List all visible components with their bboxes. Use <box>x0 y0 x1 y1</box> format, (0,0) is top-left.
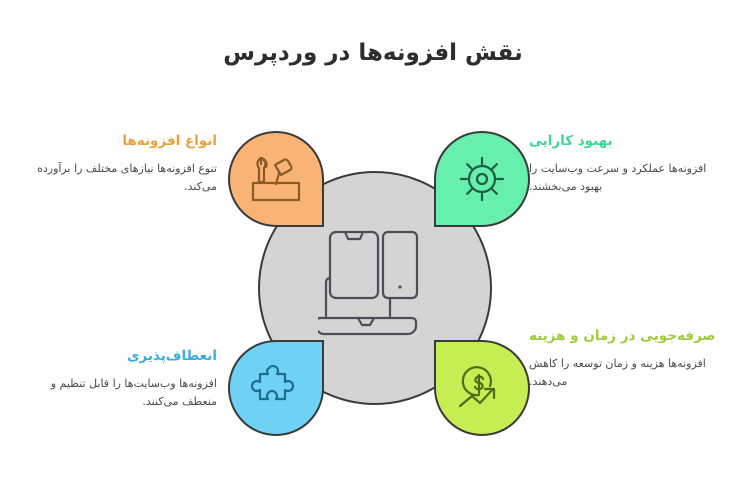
petal-plugin-types[interactable] <box>228 131 324 227</box>
section-plugin-types: انواع افزونه‌ها تنوع افزونه‌ها نیازهای م… <box>22 132 217 196</box>
page-title: نقش افزونه‌ها در وردپرس <box>223 40 523 66</box>
petal-performance[interactable] <box>434 131 530 227</box>
dollar-growth-arrow-icon <box>454 362 510 414</box>
section-heading-plugin-types: انواع افزونه‌ها <box>122 133 217 149</box>
petal-cost-time-saving[interactable] <box>434 340 530 436</box>
devices-laptop-phone-tablet-icon <box>314 226 428 341</box>
section-body-flexibility: افزونه‌ها وب‌سایت‌ها را قابل تنظیم و منع… <box>50 376 217 408</box>
section-body-plugin-types: تنوع افزونه‌ها نیازهای مختلف را برآورده … <box>37 161 217 193</box>
toolbox-wrench-hammer-icon <box>248 152 304 206</box>
section-flexibility: انعطاف‌پذیری افزونه‌ها وب‌سایت‌ها را قاب… <box>22 347 217 411</box>
section-body-performance: افزونه‌ها عملکرد و سرعت وب‌سایت را بهبود… <box>529 161 707 193</box>
section-heading-performance: بهبود کارایی <box>529 133 613 149</box>
puzzle-piece-icon <box>249 361 303 415</box>
section-performance: بهبود کارایی افزونه‌ها عملکرد و سرعت وب‌… <box>529 132 724 196</box>
section-heading-cost-time-saving: صرفه‌جویی در زمان و هزینه <box>529 328 716 344</box>
gear-sun-performance-icon <box>455 152 509 206</box>
section-body-cost-time-saving: افزونه‌ها هزینه و زمان توسعه را کاهش می‌… <box>529 356 706 388</box>
section-heading-flexibility: انعطاف‌پذیری <box>127 348 217 364</box>
petal-flexibility[interactable] <box>228 340 324 436</box>
section-cost-time-saving: صرفه‌جویی در زمان و هزینه افزونه‌ها هزین… <box>529 327 724 391</box>
